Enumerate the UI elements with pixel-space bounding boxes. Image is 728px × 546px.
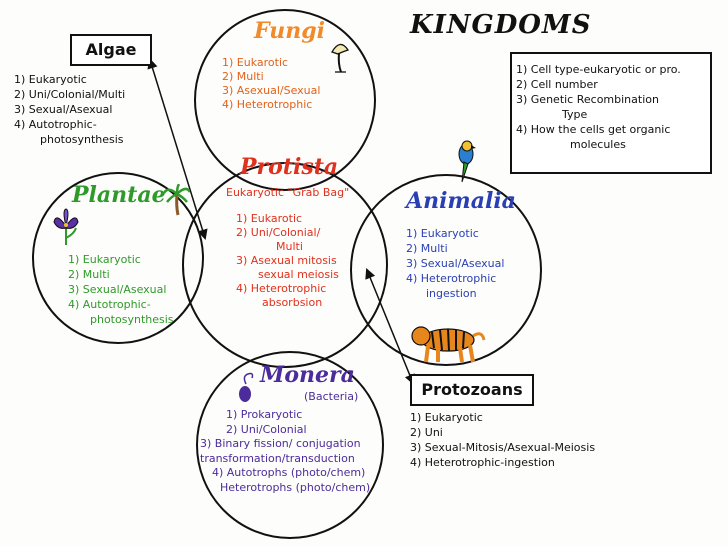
legend-item: molecules [570,138,626,151]
animalia-item: ingestion [426,287,477,300]
protista-item: Multi [276,240,303,253]
protista-item: 3) Asexual mitosis [236,254,337,267]
protozoans-item: 4) Heterotrophic-ingestion [410,456,555,469]
algae-item: 4) Autotrophic- [14,118,97,131]
animalia-circle [350,174,542,366]
page-title: KINGDOMS [410,10,592,40]
mushroom-icon [330,40,350,78]
protista-subtitle: Eukaryotic "Grab Bag" [226,186,350,199]
fungi-list: 1) Eukarotic 2) Multi 3) Asexual/Sexual … [222,56,320,112]
protista-title: Protista [240,154,339,180]
algae-item: 1) Eukaryotic [14,73,87,86]
algae-list: 1) Eukaryotic 2) Uni/Colonial/Multi 3) S… [14,72,125,147]
legend-item: 3) Genetic Recombination [516,93,659,106]
protista-item: sexual meiosis [258,268,339,281]
monera-item: 3) Binary fission/ conjugation [200,437,361,450]
protozoans-label: Protozoans [410,374,534,406]
algae-item: 3) Sexual/Asexual [14,103,113,116]
animalia-item: 3) Sexual/Asexual [406,257,505,270]
legend-item: Type [562,108,588,121]
fungi-item: 2) Multi [222,70,264,83]
fungi-item: 3) Asexual/Sexual [222,84,321,97]
plantae-list: 1) Eukaryotic 2) Multi 3) Sexual/Asexual… [68,252,174,327]
iris-flower-icon [50,208,82,250]
legend-box: 1) Cell type-eukaryotic or pro. 2) Cell … [510,52,712,174]
monera-circle [196,351,384,539]
animalia-item: 4) Heterotrophic [406,272,497,285]
plantae-item: 2) Multi [68,268,110,281]
plantae-item: 1) Eukaryotic [68,253,141,266]
plantae-circle [32,172,204,344]
fungi-title: Fungi [254,18,325,44]
animalia-list: 1) Eukaryotic 2) Multi 3) Sexual/Asexual… [406,226,504,301]
protozoans-item: 2) Uni [410,426,443,439]
protista-list: 1) Eukarotic 2) Uni/Colonial/ Multi 3) A… [236,212,339,310]
tiger-icon [410,318,486,368]
fungi-item: 4) Heterotrophic [222,98,313,111]
monera-item: Heterotrophs (photo/chem) [220,480,371,494]
animalia-item: 2) Multi [406,242,448,255]
protista-item: 4) Heterotrophic [236,282,327,295]
animalia-title: Animalia [406,188,516,214]
monera-subtitle: (Bacteria) [304,390,359,403]
legend-item: 2) Cell number [516,78,598,91]
plantae-title: Plantae [72,182,166,208]
monera-item: 1) Prokaryotic [226,408,303,421]
parrot-icon [456,140,478,188]
protista-circle [182,162,388,368]
monera-item: 2) Uni/Colonial [226,422,307,436]
plantae-item: photosynthesis [90,313,174,326]
protista-item: 1) Eukarotic [236,212,303,225]
algae-label: Algae [70,34,152,66]
monera-item: 4) Autotrophs (photo/chem) [212,466,366,479]
monera-list: 1) Prokaryotic 2) Uni/Colonial 3) Binary… [200,408,370,495]
protozoans-item: 1) Eukaryotic [410,411,483,424]
monera-item: transformation/transduction [200,451,355,465]
protozoans-arrow [365,268,415,385]
fungi-item: 1) Eukarotic [222,56,289,69]
plantae-item: 4) Autotrophic- [68,298,151,311]
bacterium-icon [236,370,258,408]
legend-item: 1) Cell type-eukaryotic or pro. [516,63,681,76]
algae-item: photosynthesis [40,133,124,146]
protista-item: absorbsion [262,296,323,309]
protozoans-item: 3) Sexual-Mitosis/Asexual-Meiosis [410,441,596,454]
protista-item: 2) Uni/Colonial/ [236,226,321,239]
animalia-item: 1) Eukaryotic [406,227,479,240]
palm-tree-icon [162,183,192,220]
monera-title: Monera [260,362,355,388]
algae-arrow [147,57,208,241]
protozoans-list: 1) Eukaryotic 2) Uni 3) Sexual-Mitosis/A… [410,410,595,470]
plantae-item: 3) Sexual/Asexual [68,283,167,296]
algae-item: 2) Uni/Colonial/Multi [14,88,126,101]
legend-item: 4) How the cells get organic [516,123,671,136]
